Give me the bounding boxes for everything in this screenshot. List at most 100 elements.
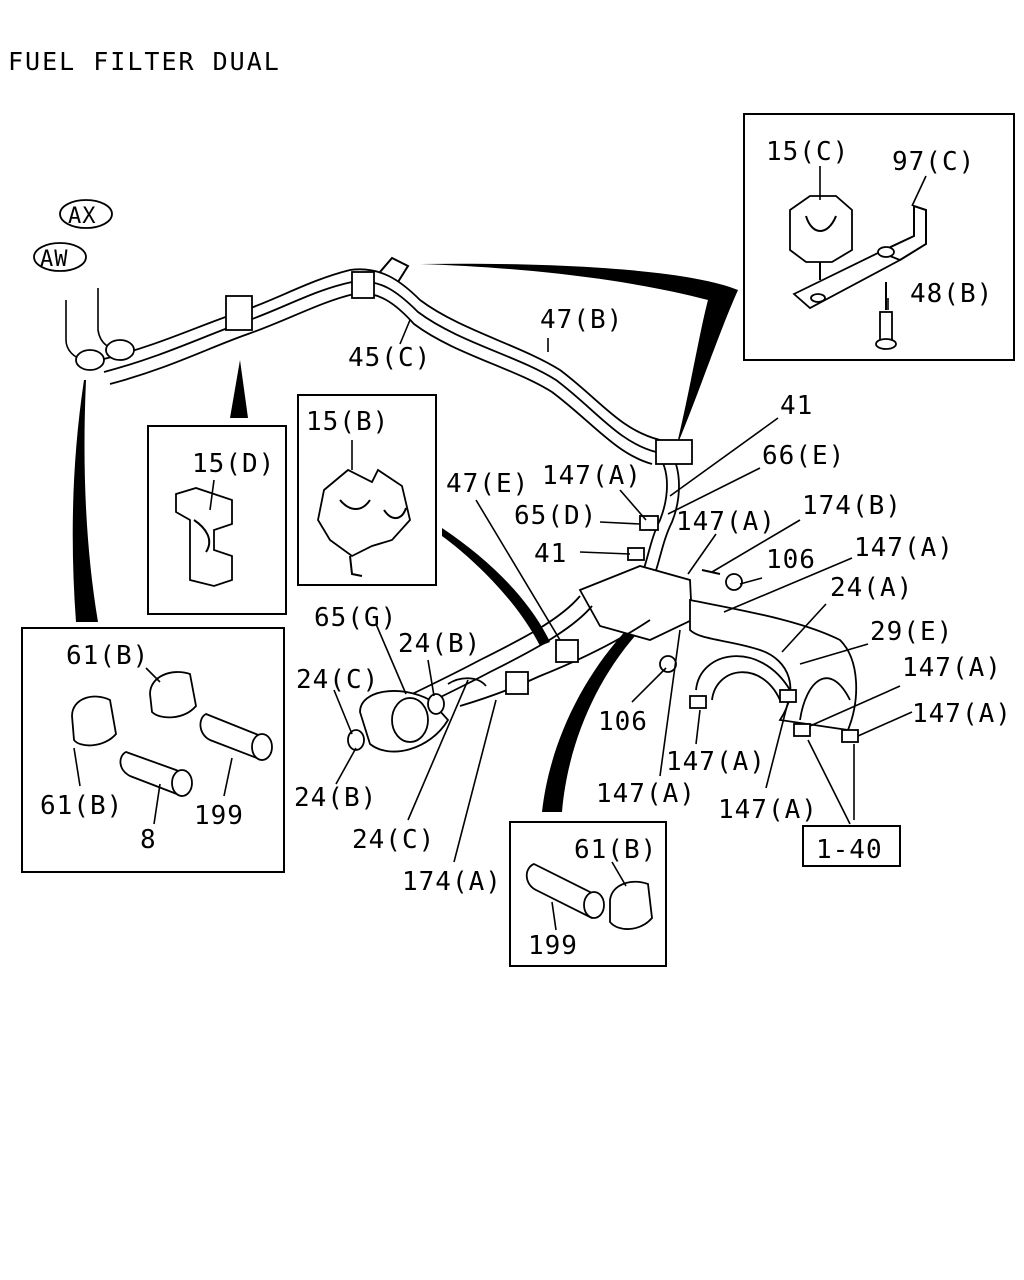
label-97C: 97(C) (892, 147, 975, 177)
pipe-vertical-2 (651, 447, 680, 583)
callout-AW-oval (33, 242, 87, 272)
label-1-40: 1-40 (816, 835, 883, 865)
fuel-pipe-47B (99, 268, 661, 465)
bracket-hole (810, 293, 826, 303)
hose-199-end (251, 733, 273, 761)
lead-AW (65, 300, 85, 361)
pipe-47E (399, 595, 581, 701)
diagram-title: FUEL FILTER DUAL (8, 47, 281, 76)
fitting-AW (75, 349, 105, 371)
label-45C: 45(C) (348, 343, 431, 373)
hose-clamp-61B-bottom (609, 880, 653, 930)
label-24C-upper: 24(C) (296, 665, 379, 695)
clip-15D-on-pipe (225, 295, 253, 331)
clip-45C-on-pipe (351, 271, 375, 299)
clip-15C-jaw (805, 215, 837, 232)
label-15B: 15(B) (306, 407, 389, 437)
bolt-48B-head (875, 338, 897, 350)
label-48B: 48(B) (910, 279, 993, 309)
filter-housing (689, 598, 858, 731)
clamp-24C (347, 729, 365, 751)
label-147A-1: 147(A) (542, 461, 642, 491)
clip-15B-post (349, 555, 363, 577)
fitting-AX (105, 339, 135, 361)
clip-15B-jaw-b (383, 507, 407, 519)
label-66E: 66(E) (762, 441, 845, 471)
pipe-vertical (639, 451, 668, 581)
clip-15D (175, 487, 233, 587)
hose-8-end (171, 769, 193, 797)
clip-41-lower (627, 547, 645, 561)
bracket-nut (877, 246, 895, 258)
nut-106-lower (659, 655, 677, 673)
label-61B-upper: 61(B) (66, 641, 149, 671)
label-147A-2: 147(A) (676, 507, 776, 537)
label-24A: 24(A) (830, 573, 913, 603)
label-24B-lower: 24(B) (294, 783, 377, 813)
pointer-wedge-bottom (542, 616, 648, 812)
clip-15C (789, 195, 853, 263)
clip-near-41 (655, 439, 693, 465)
pointer-wedge-left (72, 380, 98, 622)
clamp-24B (427, 693, 445, 715)
callout-AX: AX (68, 204, 97, 229)
clip-15B-jaw-a (339, 499, 371, 510)
label-147A-7: 147(A) (596, 779, 696, 809)
label-174B: 174(B) (802, 491, 902, 521)
clip-15B (317, 468, 411, 558)
bolt-48B (879, 311, 893, 343)
label-147A-4: 147(A) (902, 653, 1002, 683)
callout-AW: AW (40, 247, 69, 272)
pipe-lower-3 (459, 619, 651, 707)
label-47B: 47(B) (540, 305, 623, 335)
clamp-24C-lower (447, 677, 487, 687)
label-199-bottom: 199 (528, 931, 578, 961)
bracket-97C-arm (879, 204, 927, 261)
clip-lower-2 (505, 671, 529, 695)
pointer-wedge-15B (442, 528, 550, 646)
label-147A-3: 147(A) (854, 533, 954, 563)
label-147A-6: 147(A) (666, 747, 766, 777)
clip-15D-jaw (193, 519, 211, 553)
label-41-lower: 41 (534, 539, 567, 569)
hose-clamp-61B-lower (71, 695, 117, 747)
label-15C: 15(C) (766, 137, 849, 167)
detail-box-clip-bracket (743, 113, 1015, 361)
clamp-147A-d (841, 729, 859, 743)
label-29E: 29(E) (870, 617, 953, 647)
label-8: 8 (140, 825, 157, 855)
label-147A-8: 147(A) (718, 795, 818, 825)
label-147A-5: 147(A) (912, 699, 1012, 729)
label-61B-lower: 61(B) (40, 791, 123, 821)
clamp-147A-a (689, 695, 707, 709)
pointer-wedge-top-right (420, 263, 738, 448)
label-41-upper: 41 (780, 391, 813, 421)
label-106-upper: 106 (766, 545, 816, 575)
leader-lines (73, 166, 927, 931)
hose-65G-bend (391, 697, 429, 743)
pointer-wedge-15D (230, 360, 248, 418)
clip-lower-1 (555, 639, 579, 663)
hose-loop-1 (695, 655, 791, 691)
label-47E: 47(E) (446, 469, 529, 499)
label-65G: 65(G) (314, 603, 397, 633)
hose-199-lower-end (583, 891, 605, 919)
clamp-147A-c (793, 723, 811, 737)
nut-106-top (725, 573, 743, 591)
label-65D: 65(D) (514, 501, 597, 531)
label-61B-bottom: 61(B) (574, 835, 657, 865)
callout-AX-oval (59, 199, 113, 229)
label-24B-upper: 24(B) (398, 629, 481, 659)
hose-loop-2 (711, 671, 781, 701)
ref-box-1-40 (802, 825, 901, 867)
label-106-lower: 106 (598, 707, 648, 737)
bolt-174B (701, 569, 721, 575)
label-199-left: 199 (194, 801, 244, 831)
clip-147A-upper (639, 515, 659, 531)
clamp-147A-b (779, 689, 797, 703)
label-24C-lower: 24(C) (352, 825, 435, 855)
bracket-top (379, 256, 410, 283)
hose-loop-3 (799, 677, 851, 721)
label-174A: 174(A) (402, 867, 502, 897)
